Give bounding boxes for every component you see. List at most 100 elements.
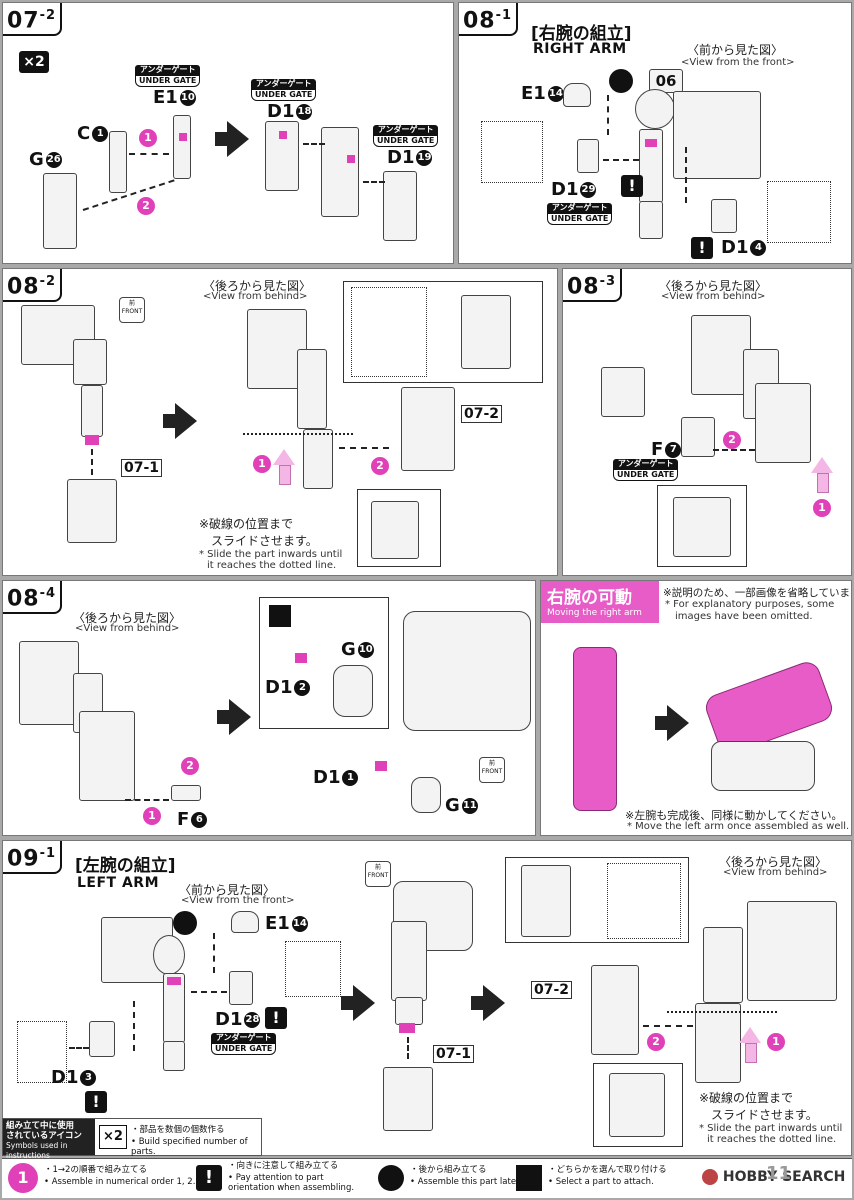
step-number: 09-1 [3,841,63,875]
gate-mark [645,139,657,147]
assembly-line [685,147,687,203]
section-subtitle: LEFT ARM [77,875,160,891]
select-icon [269,605,291,627]
step-number: 08-1 [459,3,519,37]
step-09-1-panel: 09-1 [左腕の組立] LEFT ARM 〈前から見た図〉 <View fro… [2,840,852,1156]
later-icon [173,911,197,935]
assembly-line [607,95,609,135]
step-number: 08-3 [563,269,623,303]
next-step-arrow [341,985,375,1021]
view-label-jp: 〈後ろから見た図〉 [73,611,182,625]
order-2-badge: 2 [371,457,389,475]
torso-shape [403,611,531,731]
assembly-line [129,153,169,155]
left-arm-note-en: * Move the left arm once assembled as we… [627,821,850,832]
view-label-en: <View from behind> [75,623,180,634]
part-e1-shape [173,115,191,179]
assembly-line [303,143,325,145]
step-number: 07-2 [3,3,63,37]
legend-item-jp: ・どちらかを選んで取り付ける [548,1165,667,1175]
legend-item-en: • Pay attention to part orientation when… [228,1173,355,1193]
attention-icon: ! [691,237,713,259]
detail-part-shape [371,501,419,559]
movement-subtitle: Moving the right arm [547,608,642,618]
legend-multiplier-icon: ×2 [99,1125,127,1149]
upper-arm-shape [153,935,185,975]
open-hand-shape [333,665,373,717]
step-number: 08-4 [3,581,63,615]
watermark: HOBBY SEARCH [702,1169,845,1185]
slide-note: ※破線の位置まで スライドさせます。 * Slide the part inwa… [699,1091,843,1145]
assembly-line [133,1001,135,1051]
order-1-badge: 1 [143,807,161,825]
view-label-en: <View from behind> [723,867,828,878]
torso-shape [673,91,761,179]
part-f7-small [681,417,715,457]
ref-step-07-2: 07-2 [531,981,573,999]
step-number: 08-2 [3,269,63,303]
part-f7-shape [601,367,645,417]
order-1-badge: 1 [767,1033,785,1051]
order-1-badge: 1 [813,499,831,517]
part-07-2-shape [591,965,639,1055]
order-2-badge: 2 [181,757,199,775]
legend-item-en: • Build specified number of parts. [131,1137,248,1157]
view-label-en: <View from behind> [203,291,308,302]
page-number: 11 [766,1163,792,1184]
part-e1-shape [231,911,259,933]
section-title: [左腕の組立] [75,856,176,876]
section-title: [右腕の組立] [531,24,632,44]
legend-item-en: • Assemble this part later. [410,1177,522,1187]
assembly-line [125,799,169,801]
omitted-note-jp: ※説明のため、一部画像を省略しています。 [663,587,852,599]
left-arm-note-jp: ※左腕も完成後、同様に動かしてください。 [625,809,843,822]
arm-straight-shape [573,647,617,811]
order-1-badge: 1 [139,129,157,147]
upper-arm-shape [703,927,743,1003]
torso-shape [691,315,751,395]
view-label-en: <View from behind> [661,291,766,302]
hand-shape [163,1041,185,1071]
legend-item-en: • Select a part to attach. [548,1177,654,1187]
step-08-1-panel: 08-1 [右腕の組立] RIGHT ARM 〈前から見た図〉 <View fr… [458,2,852,264]
order-2-badge: 2 [647,1033,665,1051]
part-e1-shape [563,83,591,107]
gate-mark [179,133,187,141]
assembled-arm-shape [321,127,359,217]
forearm-shape [79,711,135,801]
legend-item-jp: ・向きに注意して組み立てる [228,1161,339,1171]
symbols-legend: 組み立て中に使用 されているアイコン Symbols used in instr… [2,1118,262,1160]
assembly-line [363,181,385,183]
multiplier-badge: ×2 [19,51,49,73]
assembly-line [213,933,215,973]
movement-title-box: 右腕の可動 Moving the right arm [541,581,659,623]
assembly-line [91,449,93,475]
forearm-shape [81,385,103,437]
slide-arrow [811,457,833,493]
legend-bar: 1 ・1→2の順番で組み立てる • Assemble in numerical … [2,1158,852,1198]
gate-mark [279,131,287,139]
view-label-jp: 〈後ろから見た図〉 [203,279,312,293]
assembly-line [69,1047,89,1049]
brand-icon [702,1169,718,1185]
ref-step-07-1: 07-1 [433,1045,475,1063]
slide-arrow [739,1027,761,1063]
detail-part-shape [609,1073,665,1137]
